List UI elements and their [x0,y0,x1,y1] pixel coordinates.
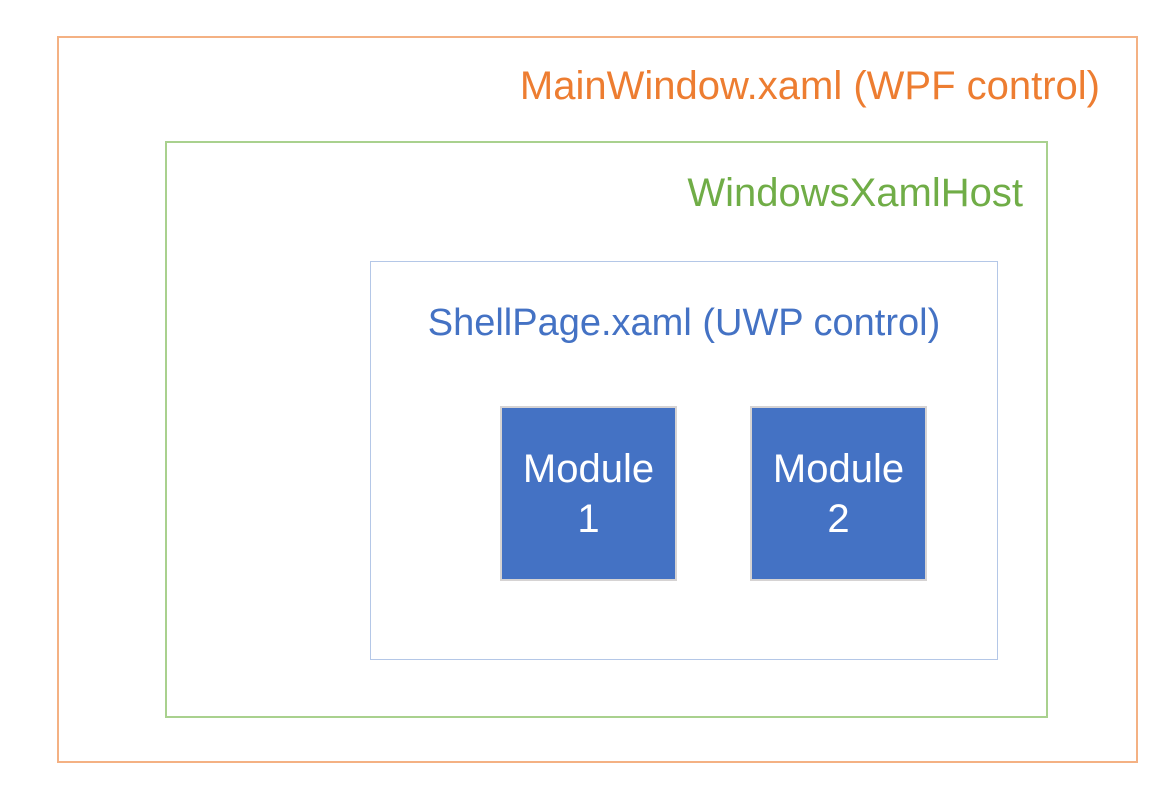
mainwindow-box [57,36,1138,763]
mainwindow-label: MainWindow.xaml (WPF control) [519,64,1100,108]
windowsxamlhost-label: WindowsXamlHost [687,171,1023,215]
module-1-number: 1 [577,496,600,541]
windowsxamlhost-box [165,141,1048,718]
shellpage-label: ShellPage.xaml (UWP control) [427,302,941,344]
module-1-box: Module 1 [500,406,677,581]
module-1-label: Module [522,446,655,491]
module-2-label: Module [772,446,905,491]
module-2-box: Module 2 [750,406,927,581]
shellpage-box [370,261,998,660]
module-2-number: 2 [827,496,850,541]
